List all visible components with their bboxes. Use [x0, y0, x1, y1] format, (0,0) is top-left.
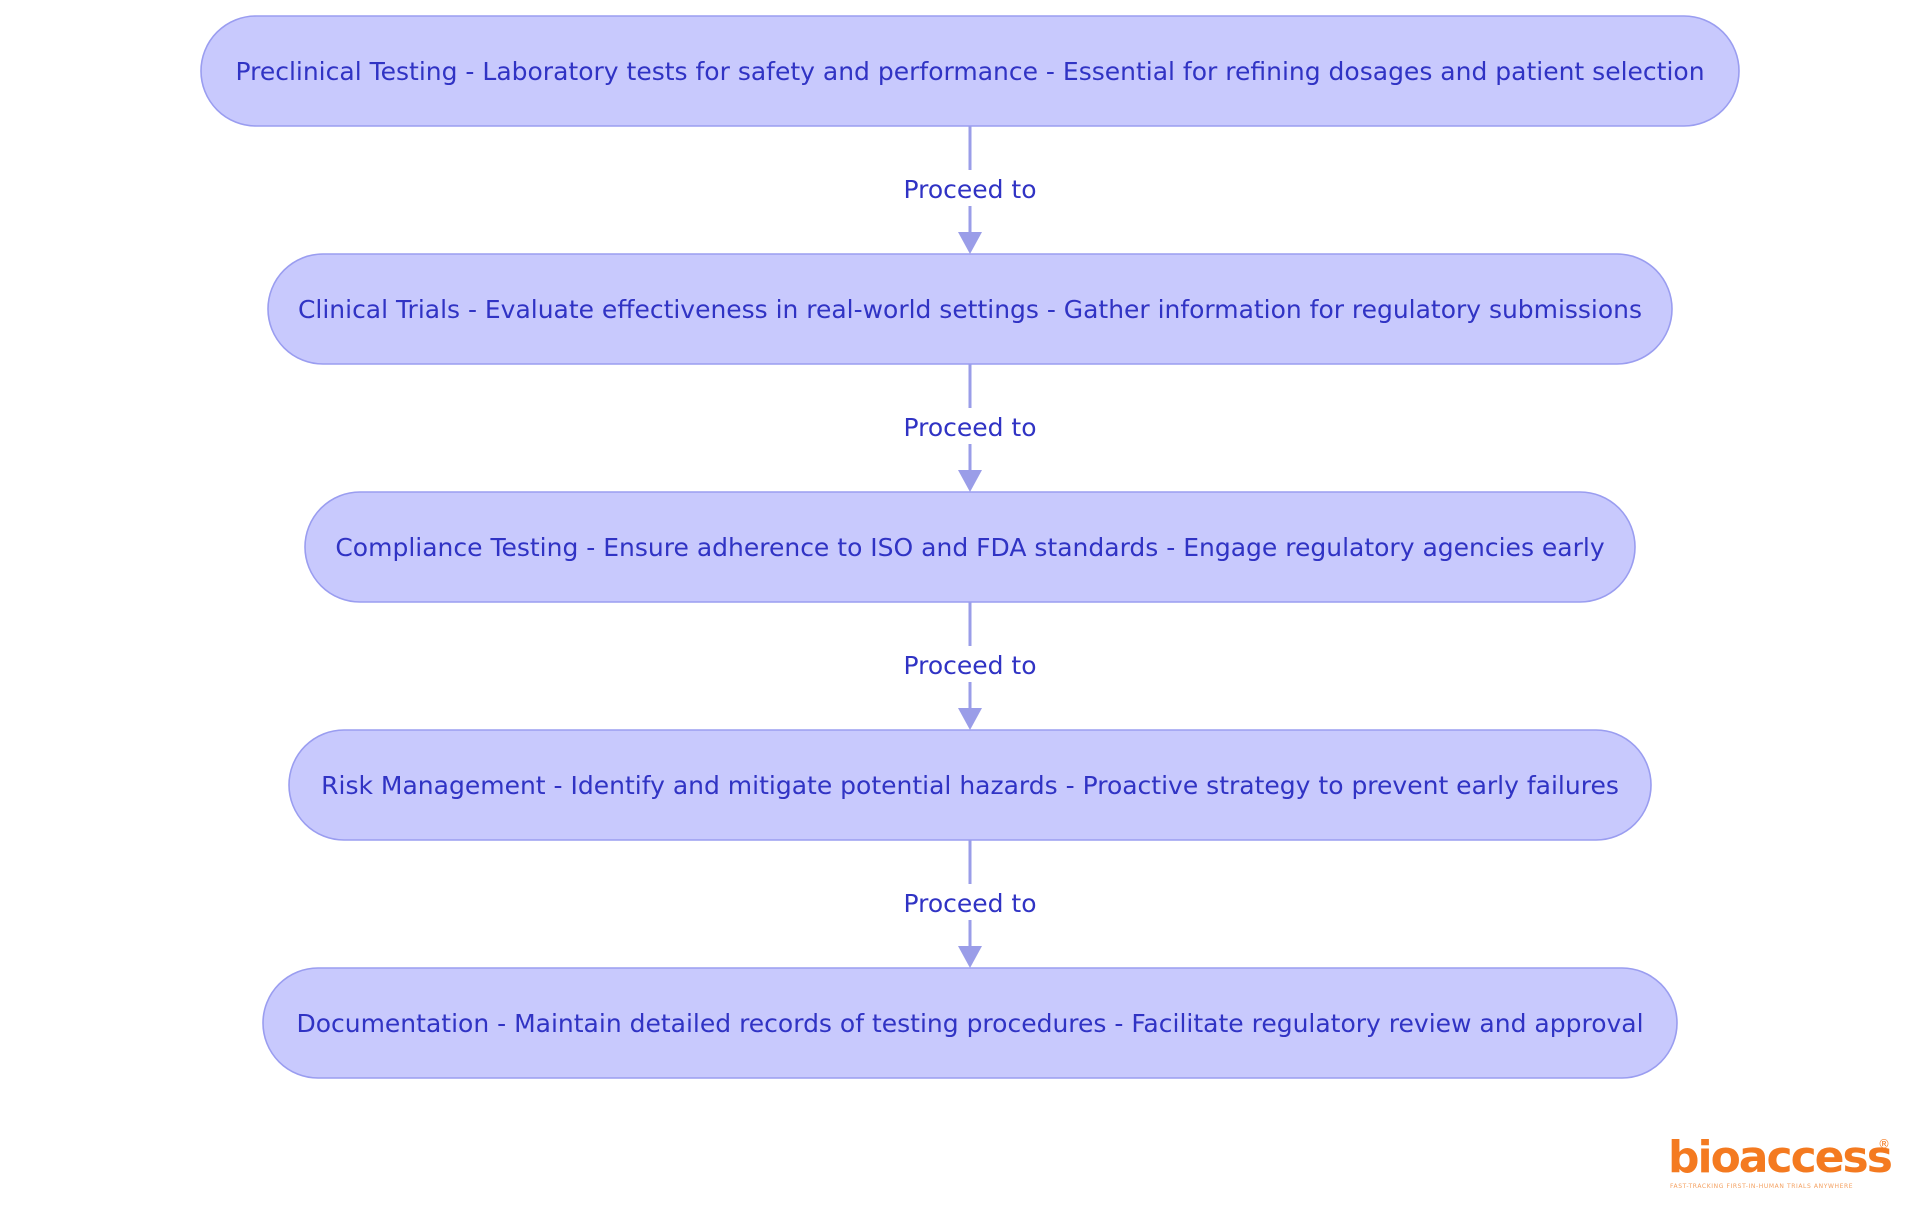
- arrowhead-icon: [958, 946, 982, 968]
- flow-node-clinical: Clinical Trials - Evaluate effectiveness…: [267, 253, 1673, 365]
- flow-node-preclinical: Preclinical Testing - Laboratory tests f…: [200, 15, 1740, 127]
- node-shape: [267, 253, 1673, 365]
- brand-wordmark: bioaccess: [1668, 1132, 1893, 1183]
- edge-label-background: [898, 646, 1042, 682]
- flow-edge-risk-to-documentation: Proceed to: [898, 840, 1042, 968]
- flow-edge-compliance-to-risk: Proceed to: [898, 602, 1042, 730]
- node-shape: [200, 15, 1740, 127]
- edge-label: Proceed to: [903, 651, 1036, 680]
- node-label: Clinical Trials - Evaluate effectiveness…: [298, 295, 1642, 324]
- registered-mark: ®: [1878, 1137, 1890, 1151]
- flow-node-documentation: Documentation - Maintain detailed record…: [262, 967, 1678, 1079]
- edge-label-background: [898, 408, 1042, 444]
- arrowhead-icon: [958, 470, 982, 492]
- node-label: Preclinical Testing - Laboratory tests f…: [235, 57, 1704, 86]
- arrowhead-icon: [958, 232, 982, 254]
- node-shape: [262, 967, 1678, 1079]
- edge-label: Proceed to: [903, 889, 1036, 918]
- brand-tagline: FAST-TRACKING FIRST-IN-HUMAN TRIALS ANYW…: [1670, 1183, 1854, 1190]
- node-label: Risk Management - Identify and mitigate …: [321, 771, 1619, 800]
- flow-node-compliance: Compliance Testing - Ensure adherence to…: [304, 491, 1636, 603]
- node-label: Documentation - Maintain detailed record…: [296, 1009, 1643, 1038]
- edge-label-background: [898, 884, 1042, 920]
- flow-edge-preclinical-to-clinical: Proceed to: [898, 126, 1042, 254]
- edge-label: Proceed to: [903, 175, 1036, 204]
- flow-node-risk: Risk Management - Identify and mitigate …: [288, 729, 1652, 841]
- edge-label-background: [898, 170, 1042, 206]
- node-label: Compliance Testing - Ensure adherence to…: [335, 533, 1604, 562]
- flow-edge-clinical-to-compliance: Proceed to: [898, 364, 1042, 492]
- arrowhead-icon: [958, 708, 982, 730]
- edge-label: Proceed to: [903, 413, 1036, 442]
- node-shape: [304, 491, 1636, 603]
- node-shape: [288, 729, 1652, 841]
- bioaccess-logo: bioaccess ® FAST-TRACKING FIRST-IN-HUMAN…: [1668, 1132, 1893, 1192]
